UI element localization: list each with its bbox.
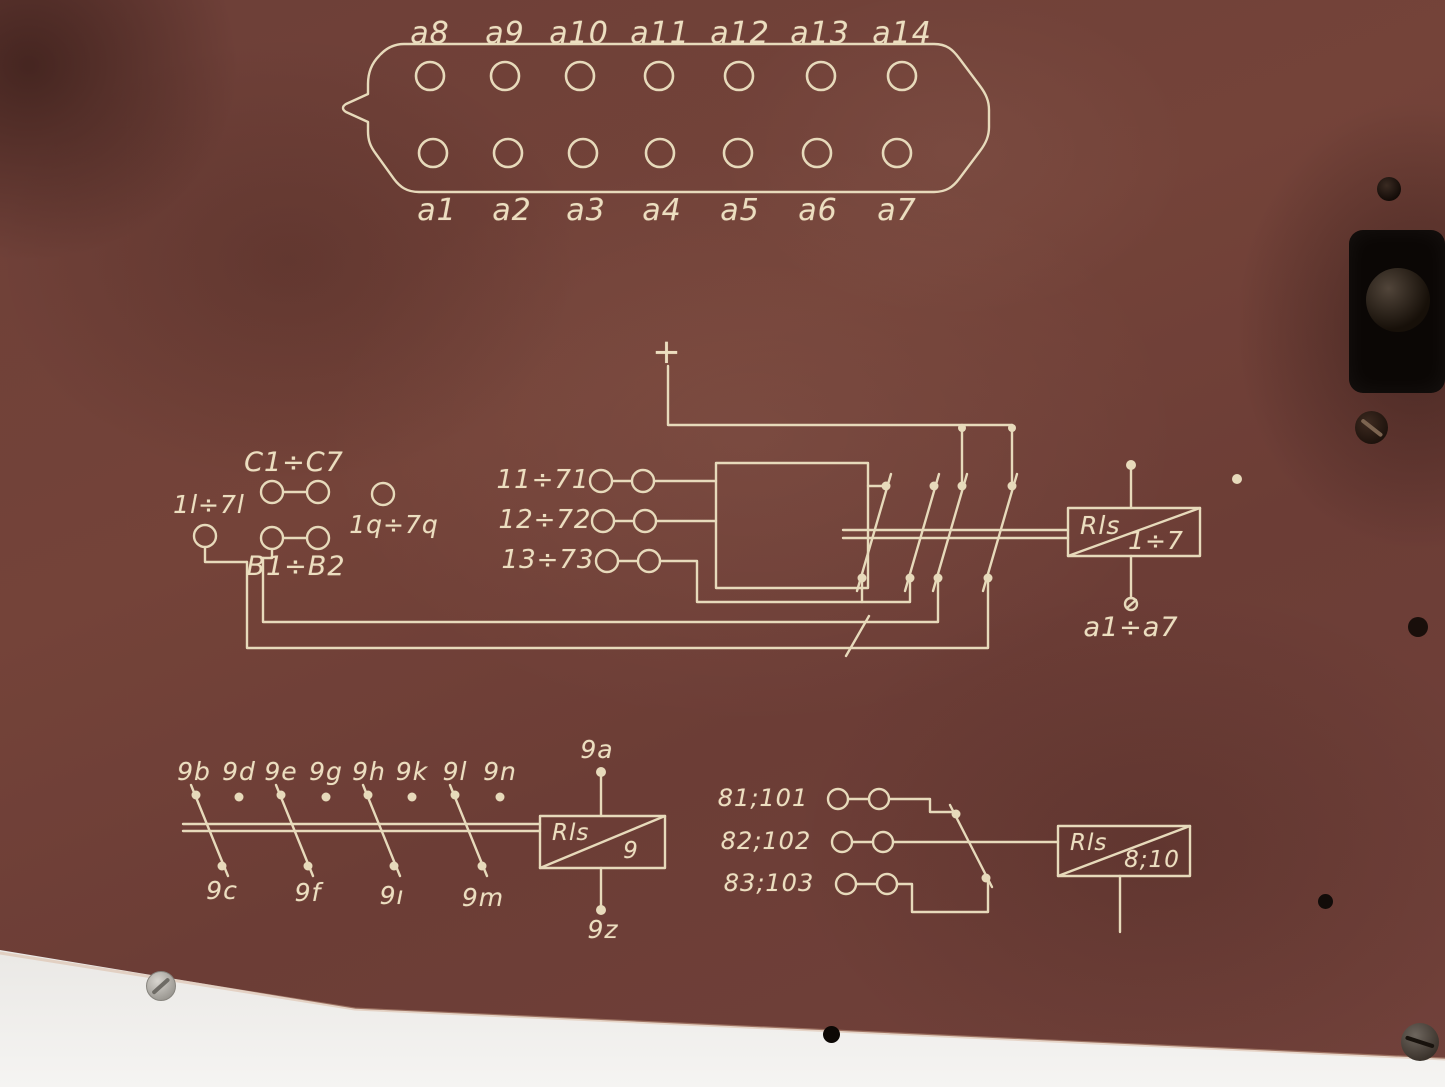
connector-pin-label: a8 [410, 16, 450, 51]
contact-label: 9l [442, 757, 468, 786]
screw-slotted-right [1355, 411, 1388, 444]
relay-8-10-range-label: 8;10 [1124, 847, 1180, 873]
relay-1-range-label: 1÷7 [1128, 526, 1184, 555]
connector-pin-label: a5 [720, 193, 760, 228]
screw-slot [1359, 417, 1384, 438]
connector-pin-label: a6 [798, 193, 838, 228]
screw-top-right [1377, 177, 1401, 201]
mounting-hole-bottom [823, 1026, 840, 1043]
contact-label: 9k [395, 757, 429, 786]
relay-9-number-label: 9 [623, 838, 639, 864]
panel-bottom-edge-highlight [0, 951, 1445, 1061]
contact-label: 9e [264, 757, 298, 786]
connector-outline [341, 42, 991, 194]
contact-label: 9n [483, 757, 517, 786]
connector-pin-label: a11 [630, 16, 690, 51]
connector-pin-label: a1 [417, 193, 457, 228]
mounting-hole-right [1408, 617, 1428, 637]
contact-label: 9d [222, 757, 256, 786]
contact-label: 9ı [379, 881, 405, 910]
coil-terminal-label-bottom: 9z [587, 915, 619, 944]
contact-label: 9h [352, 757, 386, 786]
contact-label: 9f [294, 878, 322, 907]
relay-1-output-label: a1÷a7 [1083, 612, 1179, 643]
coil-terminal-label-top: 9a [580, 735, 614, 764]
connector-pin-label: a2 [492, 193, 532, 228]
input-row-label: 12÷72 [498, 505, 592, 535]
relay-9-wiring [181, 770, 667, 912]
relay-8-10-box-label: Rls [1070, 830, 1108, 856]
relay-8-10-wiring [826, 787, 1192, 934]
contact-label: 9c [206, 876, 238, 905]
connector-pin-label: a9 [485, 16, 525, 51]
input-row-label: 11÷71 [496, 465, 590, 495]
relay-9-box-label: Rls [552, 820, 590, 846]
connector-pin-label: a10 [549, 16, 609, 51]
contact-range-label-c: C1÷C7 [244, 447, 344, 478]
connector-pin-label: a4 [642, 193, 682, 228]
connector-pin-label: a12 [710, 16, 770, 51]
connector-pin-label: a7 [877, 193, 917, 228]
input-row-label: 13÷73 [501, 545, 595, 575]
junction-dots [191, 424, 1242, 915]
contact-range-label-b: B1÷B2 [246, 551, 346, 582]
connector-pin-label: a3 [566, 193, 606, 228]
input-row-label: 82;102 [720, 827, 812, 855]
connector-pin-label: a14 [872, 16, 932, 51]
contact-label: 9m [461, 883, 505, 912]
contact-label: 9b [177, 757, 211, 786]
connector-pin-label: a13 [790, 16, 850, 51]
screw-slot [151, 977, 171, 995]
screw-bottom-left [146, 971, 176, 1001]
screw-slot [1404, 1035, 1436, 1049]
connector-housing-block [1349, 230, 1445, 393]
input-row-label: 81;101 [717, 784, 809, 812]
plus-supply-label: + [652, 332, 682, 372]
relay-1-wiring [192, 364, 1202, 658]
input-row-label: 83;103 [723, 869, 815, 897]
connector-pin-holes [414, 60, 918, 169]
contact-label: 9g [309, 757, 343, 786]
screw-head-large [1366, 268, 1430, 332]
mounting-hole-mid [1318, 894, 1333, 909]
contact-range-label-l: 1l÷7l [173, 490, 245, 519]
screw-bottom-right [1401, 1023, 1439, 1061]
relay-1-box-label: Rls [1080, 511, 1121, 540]
contact-range-label-q: 1q÷7q [349, 510, 439, 539]
